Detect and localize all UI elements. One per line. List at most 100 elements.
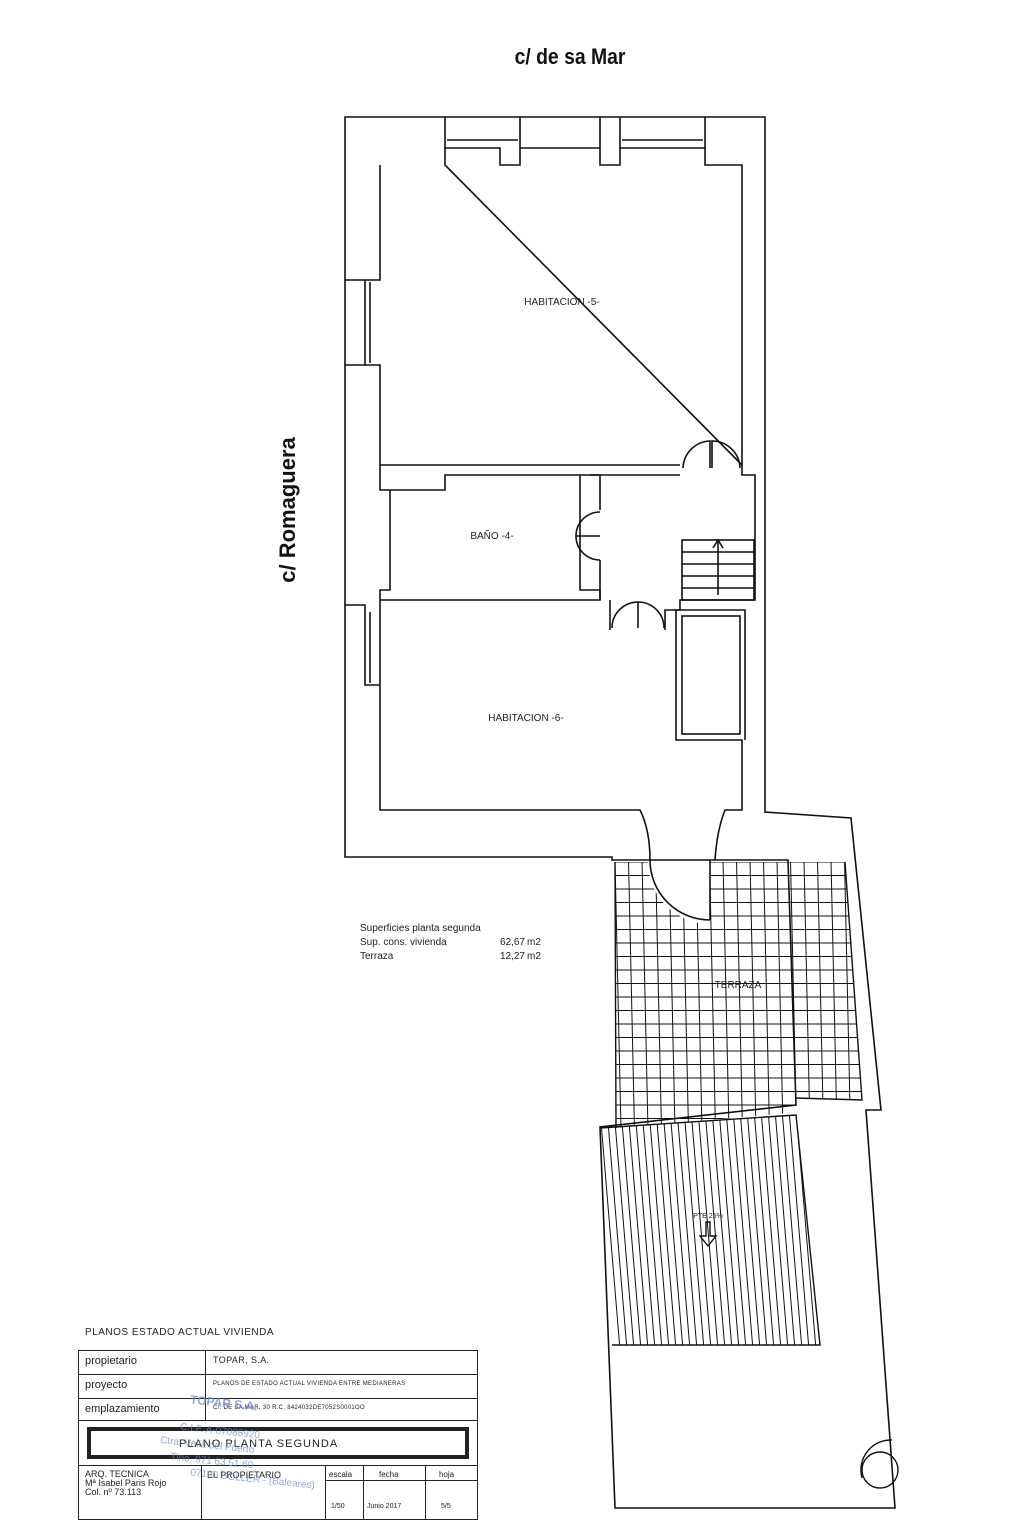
roof-slat xyxy=(648,1115,670,1345)
roof-slat xyxy=(676,1115,698,1345)
roof-slat xyxy=(824,1110,844,1350)
footer-divider xyxy=(325,1466,326,1519)
titleblock-row-emplazamiento: emplazamiento C/. DE SA MAR, 30 R.C. 842… xyxy=(79,1399,477,1421)
plano-title-box: PLANO PLANTA SEGUNDA xyxy=(87,1427,469,1459)
roof-slat xyxy=(746,1115,768,1345)
tile-line xyxy=(763,862,770,1128)
roof-slat xyxy=(627,1115,649,1345)
footer-divider xyxy=(425,1466,426,1519)
fecha-label: fecha xyxy=(379,1470,399,1479)
area-table: Superficies planta segunda Sup. cons. vi… xyxy=(360,922,541,964)
tile-line xyxy=(628,862,635,1128)
tile-line xyxy=(682,862,689,1128)
propietario-value: TOPAR, S.A. xyxy=(213,1355,270,1365)
roof-slat xyxy=(788,1115,810,1345)
tile-line xyxy=(844,862,851,1128)
footer-divider xyxy=(363,1466,364,1519)
escala-label: escala xyxy=(329,1470,353,1479)
titleblock-row-propietario: propietario TOPAR, S.A. xyxy=(79,1351,477,1375)
roof-slat xyxy=(732,1115,754,1345)
roof-slat xyxy=(781,1115,803,1345)
tile-line xyxy=(776,862,784,1128)
window-left-1 xyxy=(345,279,365,366)
arq-role: ARQ. TECNICA xyxy=(85,1469,149,1479)
tile-line xyxy=(803,862,811,1128)
tile-line xyxy=(695,862,703,1128)
plano-title: PLANO PLANTA SEGUNDA xyxy=(179,1438,339,1450)
door-hall xyxy=(611,601,665,629)
room-label-terraza: TERRAZA xyxy=(714,980,762,991)
area-value: 12,27 xyxy=(499,951,525,962)
terrace-edge xyxy=(614,861,863,1129)
tile-line xyxy=(709,862,716,1128)
firma-label: EL PROPIETARIO xyxy=(207,1470,282,1480)
arq-col: Col. nº 73.113 xyxy=(85,1487,142,1497)
titleblock-row-proyecto: proyecto PLANOS DE ESTADO ACTUAL VIVIEND… xyxy=(79,1375,477,1399)
roof-slat xyxy=(669,1115,691,1345)
titleblock-heading: PLANOS ESTADO ACTUAL VIVIENDA xyxy=(85,1327,274,1338)
stairs xyxy=(681,538,755,601)
roof-slat xyxy=(774,1115,796,1345)
title-block: propietario TOPAR, S.A. proyecto PLANOS … xyxy=(78,1350,478,1520)
roof-slat xyxy=(718,1115,740,1345)
roof-slat xyxy=(620,1115,642,1345)
fecha-value: Junio 2017 xyxy=(367,1503,402,1510)
area-row: Terraza 12,27 m2 xyxy=(360,950,541,964)
street-name-left: c/ Romaguera xyxy=(275,437,300,583)
footer-divider xyxy=(201,1466,202,1519)
roof-slat xyxy=(600,1115,621,1345)
emplazamiento-value: C/. DE SA MAR, 30 R.C. 8424032DE7052S000… xyxy=(213,1405,365,1411)
roof-edge xyxy=(599,1114,821,1346)
door-hab5 xyxy=(682,440,741,469)
tile-line xyxy=(655,862,662,1128)
tile-line xyxy=(749,862,757,1128)
roof-slat xyxy=(704,1115,726,1345)
area-unit: m2 xyxy=(527,937,541,948)
hoja-label: hoja xyxy=(439,1470,455,1479)
tile-line xyxy=(668,862,676,1128)
slope-label: PTE 25% xyxy=(693,1213,723,1220)
roof-slat xyxy=(739,1115,761,1345)
corner-round xyxy=(860,1439,893,1479)
tile-line xyxy=(830,862,838,1128)
roof-slat xyxy=(613,1115,635,1345)
wall-hab5-bano xyxy=(379,465,601,601)
roof-slat xyxy=(725,1115,747,1345)
proyecto-value: PLANOS DE ESTADO ACTUAL VIVIENDA ENTRE M… xyxy=(213,1381,406,1387)
area-row: Sup. cons. vivienda 62,67 m2 xyxy=(360,936,541,950)
room-label-habitacion-5: HABITACION -5- xyxy=(524,297,600,308)
door-terraza xyxy=(649,859,711,921)
roof-slat xyxy=(767,1115,789,1345)
window-top xyxy=(444,117,706,148)
roof-slat xyxy=(683,1115,705,1345)
wall-hab6 xyxy=(345,600,746,861)
tile-line xyxy=(615,862,622,1128)
area-label: Terraza xyxy=(360,951,394,962)
roof-slat xyxy=(697,1115,719,1345)
exterior-wall xyxy=(344,116,896,1509)
roof-slat xyxy=(641,1115,663,1345)
room-label-habitacion-6: HABITACION -6- xyxy=(488,713,564,724)
propietario-label: propietario xyxy=(85,1355,137,1367)
titleblock-divider xyxy=(205,1351,206,1421)
drain-arrow xyxy=(698,1221,718,1248)
door-bano xyxy=(575,511,601,561)
roof-slat xyxy=(816,1115,820,1345)
roof-slat xyxy=(662,1115,684,1345)
hall-wall xyxy=(590,465,756,630)
roof-slat xyxy=(760,1115,782,1345)
footer-hline xyxy=(325,1480,477,1481)
escala-value: 1/50 xyxy=(331,1503,345,1510)
room-label-bano-4: BAÑO -4- xyxy=(470,531,514,542)
tile-line xyxy=(790,862,797,1128)
shaft xyxy=(681,615,741,735)
tile-line xyxy=(641,862,649,1128)
roof-slat xyxy=(690,1115,712,1345)
tile-line xyxy=(722,862,730,1128)
emplazamiento-label: emplazamiento xyxy=(85,1403,160,1415)
area-table-title: Superficies planta segunda xyxy=(360,923,481,934)
roof-slat xyxy=(753,1115,775,1345)
tile-line xyxy=(817,862,824,1128)
arq-name: Mª Isabel Paris Rojo xyxy=(85,1478,167,1488)
